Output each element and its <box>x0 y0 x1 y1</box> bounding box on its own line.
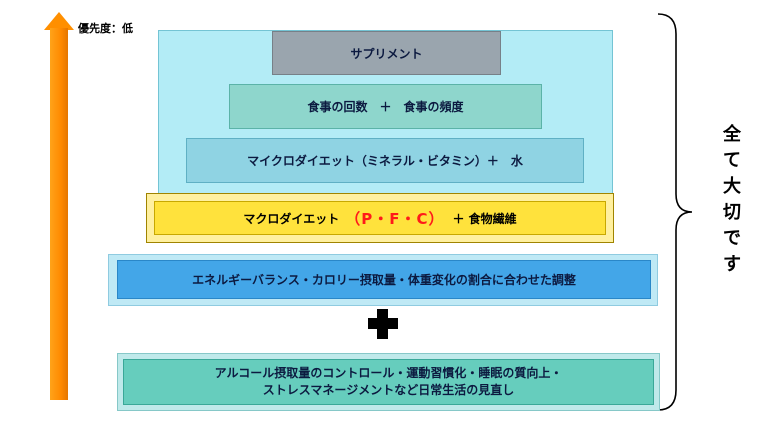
side-char: 全 <box>723 124 741 145</box>
lifestyle-line-2: ストレスマネージメントなど日常生活の見直し <box>262 383 515 397</box>
lifestyle-frame: アルコール摂取量のコントロール・運動習慣化・睡眠の質向上・ ストレスマネージメン… <box>117 353 660 411</box>
side-char: で <box>723 228 741 249</box>
lifestyle-line-1: アルコール摂取量のコントロール・運動習慣化・睡眠の質向上・ <box>214 366 563 380</box>
priority-label: 優先度：低 <box>78 20 135 36</box>
priority-arrow-head <box>44 12 74 30</box>
all-important-label: 全 て 大 切 で す <box>712 122 752 278</box>
energy-balance-box: エネルギーバランス・カロリー摂取量・体重変化の割合に合わせた調整 <box>117 260 651 299</box>
curly-brace <box>657 13 693 411</box>
plus-icon-vertical <box>377 309 388 339</box>
pfc-label: （P・F・C） <box>345 209 445 228</box>
fiber-label: ＋ 食物繊維 <box>452 211 517 226</box>
macro-diet-label: マクロダイエット <box>243 211 340 226</box>
supplement-box: サプリメント <box>272 31 501 75</box>
side-char: 切 <box>723 202 741 223</box>
meal-frequency-box: 食事の回数 ＋ 食事の頻度 <box>229 84 542 129</box>
macro-diet-inner: マクロダイエット （P・F・C） ＋ 食物繊維 <box>154 201 606 235</box>
side-char: て <box>723 150 741 171</box>
side-char: 大 <box>723 176 741 197</box>
side-char: す <box>723 254 741 275</box>
micro-diet-box: マイクロダイエット（ミネラル・ビタミン）＋ 水 <box>186 138 584 183</box>
priority-arrow <box>50 28 68 400</box>
energy-balance-frame: エネルギーバランス・カロリー摂取量・体重変化の割合に合わせた調整 <box>108 254 658 306</box>
lifestyle-box: アルコール摂取量のコントロール・運動習慣化・睡眠の質向上・ ストレスマネージメン… <box>123 359 654 405</box>
macro-diet-box: マクロダイエット （P・F・C） ＋ 食物繊維 <box>146 193 614 243</box>
